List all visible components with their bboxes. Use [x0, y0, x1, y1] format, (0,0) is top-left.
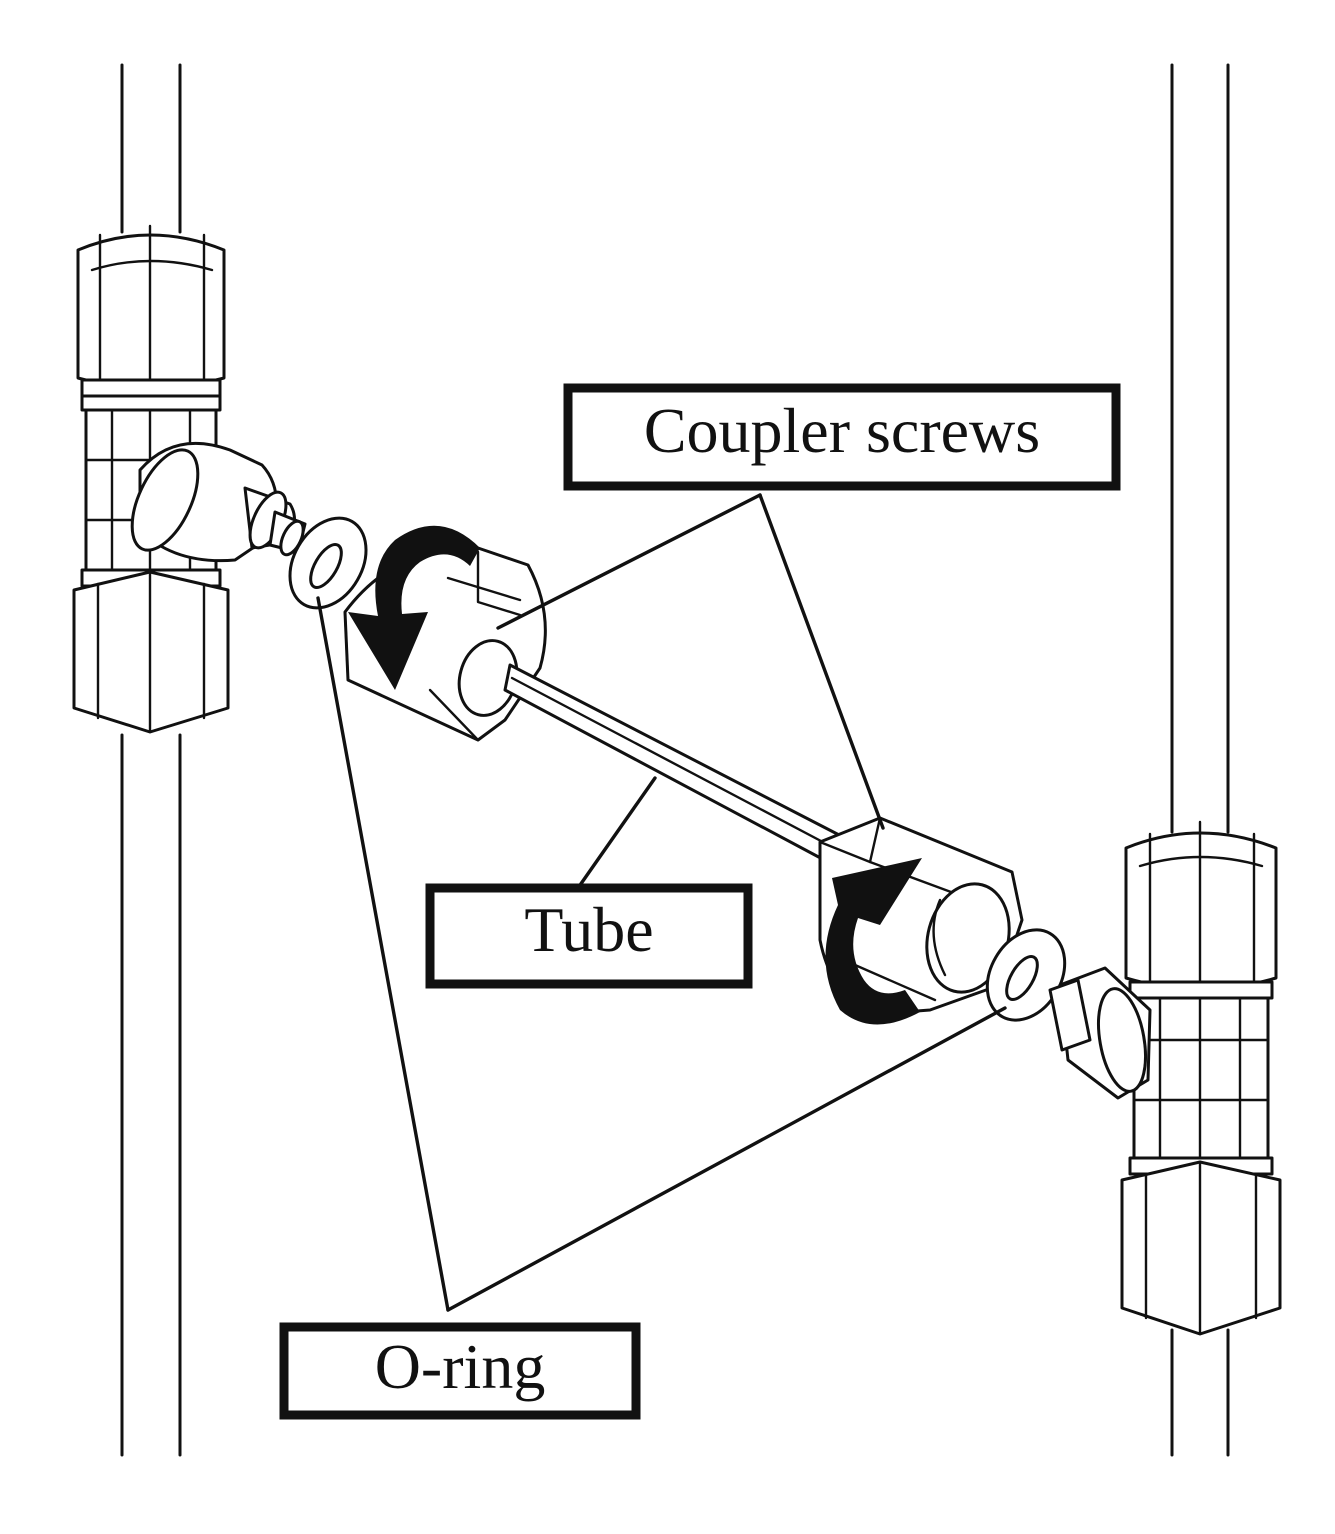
coupler-screws-callout: Coupler screws	[563, 383, 1121, 491]
o-ring-leaders	[316, 596, 1007, 1312]
tube-leader	[576, 776, 657, 890]
coupler-screws-label-box	[563, 383, 1121, 491]
o-ring-label-box	[279, 1322, 641, 1420]
o-ring-label: O-ring	[375, 1331, 546, 1402]
tube	[503, 663, 847, 864]
left-vertical-pipe	[120, 63, 182, 1457]
coupler-screws-label: Coupler screws	[644, 395, 1040, 466]
left-tee-fitting	[72, 224, 307, 734]
left-o-ring	[288, 516, 368, 610]
right-vertical-pipe	[1170, 63, 1230, 1457]
right-tee-fitting	[1048, 820, 1282, 1336]
tube-callout: Tube	[425, 883, 753, 989]
right-turn-arrow	[825, 858, 922, 1025]
o-ring-callout: O-ring	[279, 1322, 641, 1420]
coupler-screws-leaders	[496, 493, 885, 830]
tube-label: Tube	[524, 894, 653, 965]
right-o-ring	[985, 928, 1067, 1022]
tube-label-box	[425, 883, 753, 989]
right-coupler-screw	[818, 816, 1024, 1017]
left-turn-arrow	[348, 525, 480, 690]
